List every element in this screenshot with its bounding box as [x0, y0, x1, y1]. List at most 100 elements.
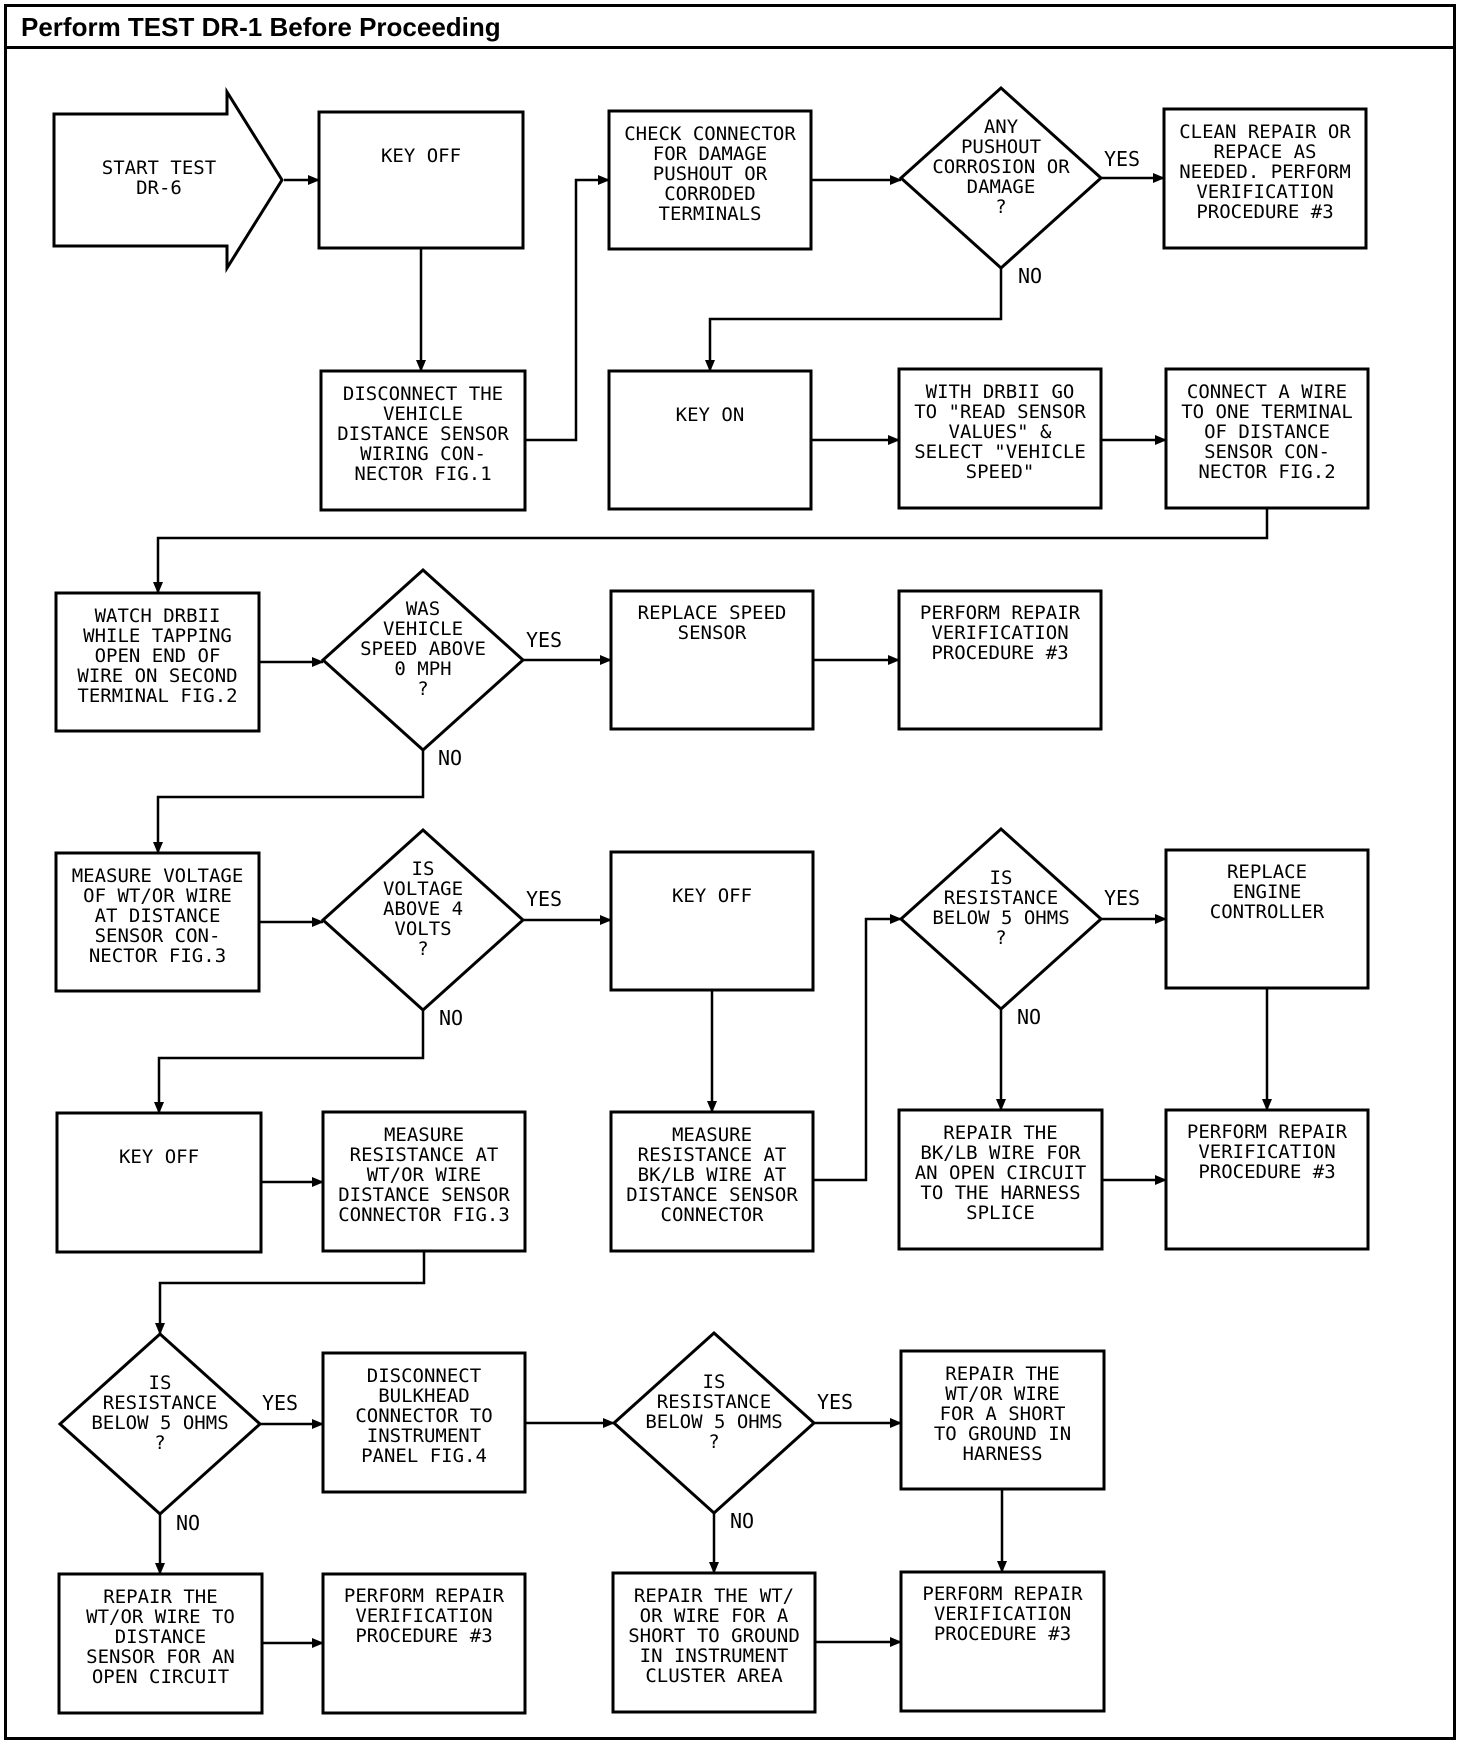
node-text-line: BULKHEAD	[378, 1385, 470, 1407]
node-key-on: KEY ON	[607, 369, 813, 511]
node-text-line: DISCONNECT THE	[343, 383, 503, 405]
decision-diamond	[320, 827, 526, 1013]
node-text-line: RESISTANCE	[657, 1391, 771, 1413]
process-box	[321, 1110, 527, 1253]
node-text-line: NEEDED. PERFORM	[1179, 161, 1351, 183]
process-box	[611, 1571, 817, 1714]
node-text-line: SELECT "VEHICLE	[914, 441, 1086, 463]
node-text-line: REPACE AS	[1214, 141, 1317, 163]
node-text-line: OPEN CIRCUIT	[92, 1666, 229, 1688]
node-text-line: PROCEDURE #3	[934, 1623, 1071, 1645]
node-text-line: WT/OR WIRE TO	[86, 1606, 235, 1628]
node-text-line: ?	[154, 1432, 165, 1454]
node-text-line: IN INSTRUMENT	[640, 1645, 789, 1667]
process-box	[55, 1111, 263, 1254]
node-text-line: TO "READ SENSOR	[914, 401, 1086, 423]
node-text-line: TO ONE TERMINAL	[1181, 401, 1353, 423]
process-box	[897, 1108, 1104, 1251]
process-box	[607, 109, 813, 251]
node-text-line: IS	[149, 1372, 172, 1394]
flow-arrow	[153, 750, 425, 854]
node-text-line: OF DISTANCE	[1204, 421, 1330, 443]
process-box	[607, 369, 813, 511]
node-text-line: ANY	[984, 116, 1019, 138]
page-title: Perform TEST DR-1 Before Proceeding	[7, 7, 1453, 49]
node-text-line: ?	[417, 678, 428, 700]
node-text-line: WHILE TAPPING	[83, 625, 232, 647]
yes-label: YES	[262, 1391, 298, 1415]
node-text-line: PROCEDURE #3	[931, 642, 1068, 664]
process-box	[899, 1349, 1106, 1491]
node-text-line: PUSHOUT OR	[653, 163, 768, 185]
node-text-line: DISTANCE SENSOR	[338, 1184, 510, 1206]
process-box	[609, 850, 815, 992]
node-text-line: REPAIR THE	[943, 1122, 1057, 1144]
node-text-line: NECTOR FIG.1	[354, 463, 491, 485]
node-text-line: PROCEDURE #3	[1196, 201, 1333, 223]
node-text-line: DISTANCE	[115, 1626, 207, 1648]
node-text-line: REPAIR THE	[103, 1586, 217, 1608]
node-text-line: REPLACE SPEED	[638, 602, 787, 624]
flow-arrow	[813, 914, 902, 1182]
node-text-line: WT/OR WIRE	[945, 1383, 1059, 1405]
flow-arrow	[525, 175, 610, 442]
node-text-line: SPLICE	[966, 1202, 1035, 1224]
node-text-line: DISTANCE SENSOR	[626, 1184, 798, 1206]
node-key-off-3: KEY OFF	[55, 1111, 263, 1254]
node-text-line: DISTANCE SENSOR	[337, 423, 509, 445]
node-text-line: BK/LB WIRE FOR	[920, 1142, 1081, 1164]
node-text-line: FOR DAMAGE	[653, 143, 767, 165]
node-text-line: WIRE ON SECOND	[77, 665, 237, 687]
no-label: NO	[1017, 1005, 1041, 1029]
no-label: NO	[439, 1006, 463, 1030]
node-text-line: 0 MPH	[394, 658, 451, 680]
process-box	[57, 1572, 264, 1715]
node-text-line: ?	[417, 938, 428, 960]
node-key-off-2: KEY OFF	[609, 850, 815, 992]
connector-lines	[153, 173, 1272, 1648]
node-text-line: VERIFICATION	[934, 1603, 1071, 1625]
node-text-line: ?	[995, 196, 1006, 218]
flow-arrow	[153, 508, 1269, 594]
process-box	[321, 1572, 527, 1715]
process-box	[1162, 107, 1368, 250]
node-text-line: PERFORM REPAIR	[920, 602, 1081, 624]
node-text-line: TO THE HARNESS	[920, 1182, 1080, 1204]
node-text-line: HARNESS	[962, 1443, 1042, 1465]
yes-label: YES	[817, 1390, 853, 1414]
node-text-line: AT DISTANCE	[95, 905, 221, 927]
node-text-line: OF WT/OR WIRE	[83, 885, 232, 907]
node-text-line: CORROSION OR	[932, 156, 1070, 178]
node-text-line: PERFORM REPAIR	[922, 1583, 1083, 1605]
yes-label: YES	[526, 887, 562, 911]
node-text-line: SENSOR CON-	[95, 925, 221, 947]
node-text-line: DR-6	[136, 177, 182, 199]
node-text-line: FOR A SHORT	[940, 1403, 1066, 1425]
node-text-line: CONTROLLER	[1210, 901, 1325, 923]
node-text-line: SENSOR	[678, 622, 747, 644]
node-text-line: ?	[708, 1431, 719, 1453]
node-text-line: SPEED"	[966, 461, 1035, 483]
node-text-line: DAMAGE	[967, 176, 1036, 198]
node-text-line: CLUSTER AREA	[645, 1665, 783, 1687]
flow-arrow	[705, 268, 1003, 372]
node-text-line: RESISTANCE	[944, 887, 1058, 909]
node-text-line: KEY OFF	[119, 1146, 199, 1168]
node-text-line: IS	[703, 1371, 726, 1393]
diagram-frame: Perform TEST DR-1 Before Proceeding	[4, 4, 1456, 1740]
node-text-line: TERMINALS	[659, 203, 762, 225]
